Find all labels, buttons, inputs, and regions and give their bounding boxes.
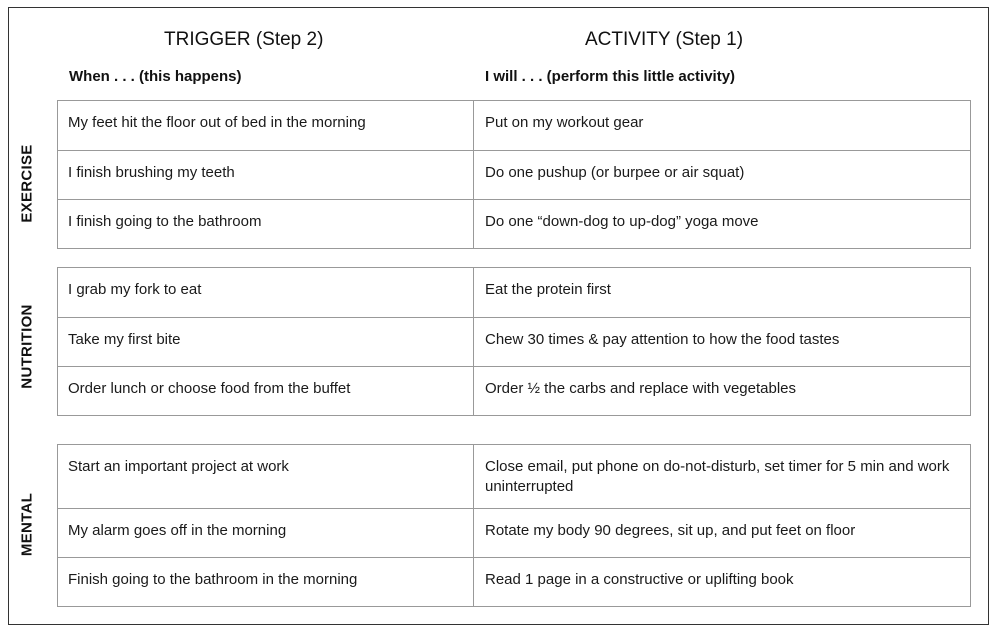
activity-column-subtitle: I will . . . (perform this little activi… (485, 68, 736, 85)
table-row: Order lunch or choose food from the buff… (58, 366, 970, 415)
table-frame (8, 7, 989, 625)
activity-column-title: ACTIVITY (Step 1) (585, 29, 744, 50)
activity-cell: Eat the protein first (485, 281, 611, 298)
table-row: Start an important project at work Close… (58, 445, 970, 508)
activity-cell: Put on my workout gear (485, 114, 644, 131)
trigger-cell: Order lunch or choose food from the buff… (58, 367, 474, 415)
section-label-exercise: EXERCISE (18, 144, 36, 223)
table-row: Take my first bite Chew 30 times & pay a… (58, 317, 970, 366)
activity-cell: Do one pushup (or burpee or air squat) (485, 164, 745, 181)
trigger-cell: I finish going to the bathroom (58, 200, 474, 248)
trigger-cell: I grab my fork to eat (58, 268, 474, 317)
trigger-cell: Start an important project at work (58, 445, 474, 508)
trigger-column-title: TRIGGER (Step 2) (164, 29, 324, 50)
table-row: I finish going to the bathroom Do one “d… (58, 199, 970, 248)
activity-cell: Rotate my body 90 degrees, sit up, and p… (485, 522, 856, 539)
activity-cell: Chew 30 times & pay attention to how the… (485, 331, 840, 348)
table-row: My feet hit the floor out of bed in the … (58, 101, 970, 150)
table-row: My alarm goes off in the morning Rotate … (58, 508, 970, 557)
trigger-column-subtitle: When . . . (this happens) (69, 68, 242, 85)
trigger-cell: My alarm goes off in the morning (58, 509, 474, 557)
trigger-cell: My feet hit the floor out of bed in the … (58, 101, 474, 150)
trigger-cell: Take my first bite (58, 318, 474, 366)
activity-cell: Read 1 page in a constructive or uplifti… (485, 571, 794, 588)
trigger-cell: Finish going to the bathroom in the morn… (58, 558, 474, 606)
section-label-mental: MENTAL (18, 492, 36, 557)
section-nutrition: I grab my fork to eat Eat the protein fi… (57, 267, 971, 416)
table-row: I grab my fork to eat Eat the protein fi… (58, 268, 970, 317)
activity-cell: Order ½ the carbs and replace with veget… (485, 380, 797, 397)
table-row: Finish going to the bathroom in the morn… (58, 557, 970, 606)
trigger-cell: I finish brushing my teeth (58, 151, 474, 199)
section-label-nutrition: NUTRITION (18, 304, 36, 389)
section-mental: Start an important project at work Close… (57, 444, 971, 607)
activity-cell: Close email, put phone on do-not-disturb… (485, 458, 950, 495)
section-exercise: My feet hit the floor out of bed in the … (57, 100, 971, 249)
table-row: I finish brushing my teeth Do one pushup… (58, 150, 970, 199)
activity-cell: Do one “down-dog to up-dog” yoga move (485, 213, 759, 230)
